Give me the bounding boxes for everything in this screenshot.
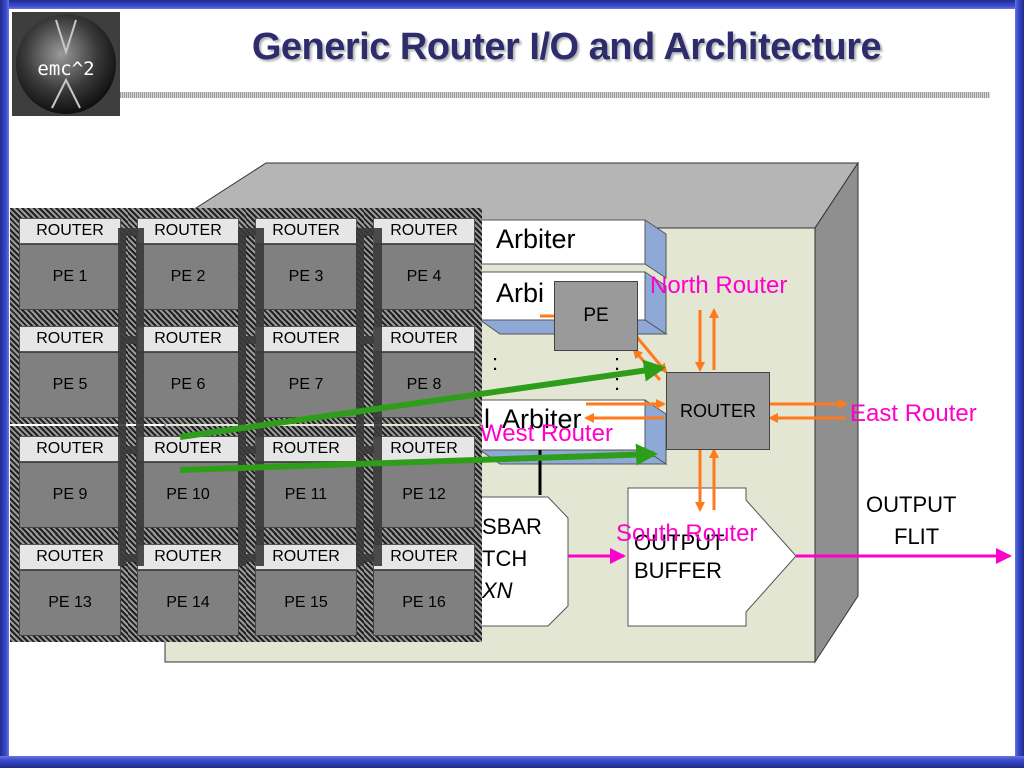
mesh-node-pe: PE 11 [255, 462, 357, 528]
slide-frame-bottom [0, 756, 1024, 768]
arbiter-dots-right: : [614, 350, 621, 375]
slide-frame-top [0, 0, 1024, 9]
output-buffer-shape [627, 487, 797, 627]
mesh-node-pe: PE 9 [19, 462, 121, 528]
west-router-label: West Router [480, 420, 613, 447]
slide-frame-left [0, 0, 9, 768]
output-buffer-label-line2: BUFFER [634, 558, 722, 583]
mesh-node-pe: PE 8 [373, 352, 475, 418]
mesh-node-router: ROUTER [255, 436, 357, 462]
mesh-node-pe: PE 3 [255, 244, 357, 310]
mesh-node-pe: PE 5 [19, 352, 121, 418]
emc2-logo: emc^2 [12, 12, 120, 116]
mesh-node-pe: PE 4 [373, 244, 475, 310]
mesh-node-pe: PE 13 [19, 570, 121, 636]
mesh-node-router: ROUTER [137, 326, 239, 352]
mesh-node-pe: PE 6 [137, 352, 239, 418]
arbiter-dots-right-lower: : [614, 370, 621, 395]
mesh-node-pe: PE 1 [19, 244, 121, 310]
mesh-node-pe: PE 7 [255, 352, 357, 418]
mesh-node-pe: PE 12 [373, 462, 475, 528]
mesh-node-pe: PE 14 [137, 570, 239, 636]
title-divider [120, 92, 990, 98]
north-router-label: North Router [650, 272, 788, 299]
mesh-node-router: ROUTER [255, 544, 357, 570]
mesh-node-router: ROUTER [137, 436, 239, 462]
mesh-node-router: ROUTER [373, 218, 475, 244]
mesh-node-pe: PE 10 [137, 462, 239, 528]
arbiter-box-1 [479, 219, 646, 265]
router-block: ROUTER [666, 372, 770, 450]
mesh-node-router: ROUTER [373, 436, 475, 462]
output-flit-label-line1: OUTPUT [866, 492, 957, 517]
mesh-node-router: ROUTER [19, 436, 121, 462]
mesh-node-pe: PE 15 [255, 570, 357, 636]
slide-title: Generic Router I/O and Architecture [251, 26, 882, 68]
output-buffer-label-line1: OUTPUT [634, 530, 725, 555]
mesh-node-router: ROUTER [373, 544, 475, 570]
mesh-node-router: ROUTER [19, 544, 121, 570]
pe-block: PE [554, 281, 638, 351]
crossbar-label-line2: TCH [482, 546, 528, 571]
mesh-node-router: ROUTER [255, 326, 357, 352]
mesh-node-router: ROUTER [137, 218, 239, 244]
mesh-node-router: ROUTER [373, 326, 475, 352]
arbiter-label-1: Arbiter [496, 224, 576, 254]
slide-frame-right [1015, 0, 1024, 768]
logo-text: emc^2 [37, 58, 95, 80]
mesh-node-router: ROUTER [19, 326, 121, 352]
mesh-node-router: ROUTER [255, 218, 357, 244]
crossbar-label-line1: SBAR [482, 514, 542, 539]
output-flit-label-line2: FLIT [894, 524, 940, 549]
arbiter-label-2: Arbi [496, 278, 545, 308]
east-router-label: East Router [850, 400, 977, 427]
mesh-node-router: ROUTER [19, 218, 121, 244]
mesh-node-pe: PE 16 [373, 570, 475, 636]
mesh-node-router: ROUTER [137, 544, 239, 570]
mesh-node-pe: PE 2 [137, 244, 239, 310]
arbiter-dots-left: : [492, 350, 499, 375]
crossbar-label-line3: XN [482, 578, 513, 603]
south-router-label: South Router [616, 520, 758, 547]
